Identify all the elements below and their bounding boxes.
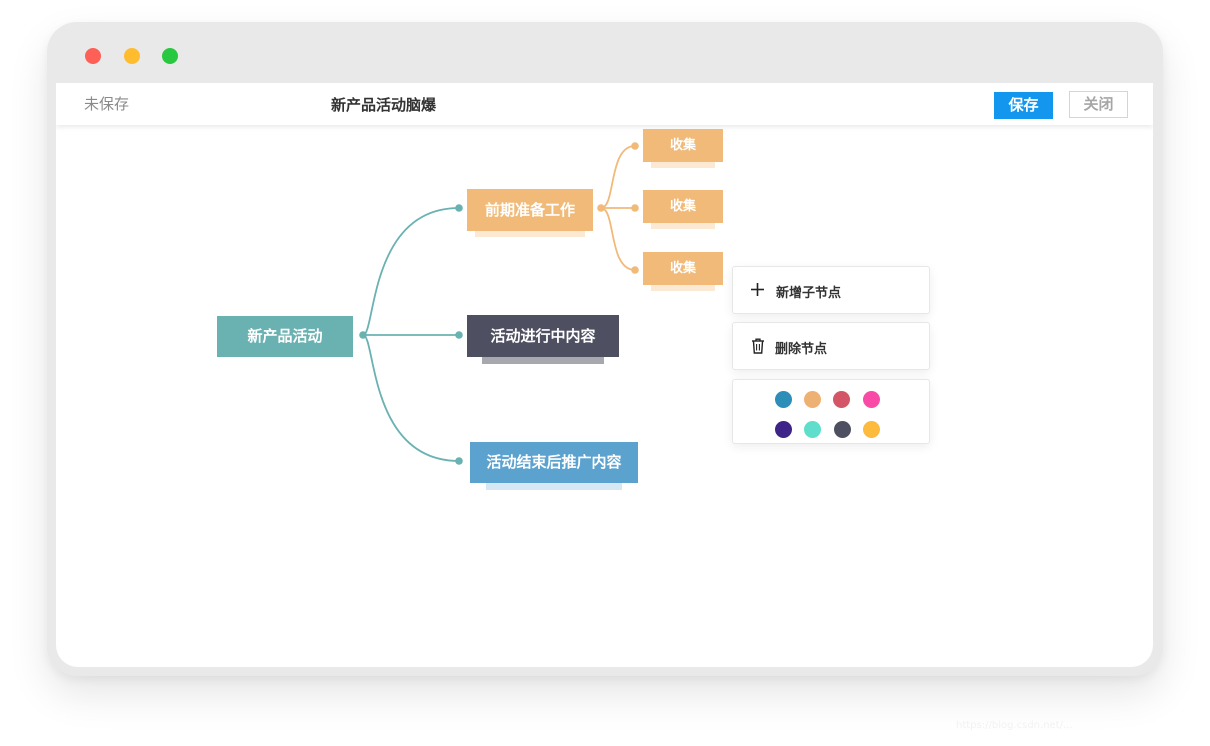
menu-add-child[interactable]: 新增子节点 (732, 266, 930, 314)
sub-1-shadow (651, 161, 715, 168)
app-window: 未保存 新产品活动脑爆 保存 关闭 (47, 22, 1163, 676)
sub-2-shadow (651, 222, 715, 229)
mindmap-connectors (359, 142, 639, 465)
editor-screen: 未保存 新产品活动脑爆 保存 关闭 (56, 83, 1153, 667)
sub-connectors (600, 145, 636, 271)
root-node-label: 新产品活动 (247, 327, 323, 345)
menu-add-child-label: 新增子节点 (776, 286, 842, 301)
plus-icon (750, 282, 765, 301)
color-swatch-purple[interactable] (775, 421, 792, 438)
root-node[interactable]: 新产品活动 (217, 316, 353, 357)
menu-delete-node-label: 删除节点 (775, 342, 828, 357)
editor-toolbar: 未保存 新产品活动脑爆 保存 关闭 (56, 83, 1153, 125)
sub-node-1-label: 收集 (669, 138, 696, 153)
sub-node-2-label: 收集 (669, 199, 696, 214)
branch-node-prep[interactable]: 前期准备工作 (467, 189, 593, 231)
connector-sub-3 (600, 207, 636, 271)
root-connector-dots (359, 204, 463, 465)
connector-dot-branch-3 (455, 457, 463, 465)
sub-node-collect-3[interactable]: 收集 (643, 252, 723, 285)
document-title: 新产品活动脑爆 (331, 96, 437, 114)
window-minimize-dot[interactable] (124, 48, 140, 64)
branch-3-shadow (486, 480, 622, 490)
connector-branch-1 (362, 207, 460, 336)
sub-3-shadow (651, 284, 715, 291)
connector-dot-sub-2 (631, 204, 639, 212)
connector-dot-sub-3 (631, 266, 639, 274)
branch-node-during[interactable]: 活动进行中内容 (467, 315, 619, 357)
close-button[interactable]: 关闭 (1069, 91, 1128, 118)
branch-2-shadow (482, 354, 604, 364)
connector-dot-branch-1-out (597, 204, 605, 212)
menu-color-palette (732, 379, 930, 444)
window-maximize-dot[interactable] (162, 48, 178, 64)
color-swatch-orange[interactable] (804, 391, 821, 408)
save-status: 未保存 (84, 95, 130, 113)
window-close-dot[interactable] (85, 48, 101, 64)
color-swatch-pink[interactable] (863, 391, 880, 408)
connector-dot-sub-1 (631, 142, 639, 150)
connector-dot-branch-2 (455, 331, 463, 339)
branch-node-during-label: 活动进行中内容 (490, 327, 596, 345)
branch-1-shadow (475, 228, 585, 237)
sub-node-3-label: 收集 (669, 261, 696, 276)
connector-dot-root (359, 331, 367, 339)
branch-node-after-label: 活动结束后推广内容 (486, 453, 622, 471)
sub-connector-dots (597, 142, 639, 274)
sub-node-collect-2[interactable]: 收集 (643, 190, 723, 223)
trash-icon (751, 338, 765, 358)
color-swatch-slate[interactable] (834, 421, 851, 438)
branch-node-after[interactable]: 活动结束后推广内容 (470, 442, 638, 483)
color-swatch-yellow[interactable] (863, 421, 880, 438)
watermark-text: https://blog.csdn.net/... (956, 720, 1073, 731)
root-connectors (362, 207, 460, 462)
connector-dot-branch-1 (455, 204, 463, 212)
color-swatch-teal[interactable] (775, 391, 792, 408)
save-button[interactable]: 保存 (994, 92, 1053, 119)
color-swatch-red[interactable] (833, 391, 850, 408)
menu-delete-node[interactable]: 删除节点 (732, 322, 930, 370)
color-swatch-mint[interactable] (804, 421, 821, 438)
connector-sub-1 (600, 145, 636, 209)
connector-branch-3 (362, 334, 460, 462)
sub-node-collect-1[interactable]: 收集 (643, 129, 723, 162)
branch-node-prep-label: 前期准备工作 (484, 201, 575, 219)
